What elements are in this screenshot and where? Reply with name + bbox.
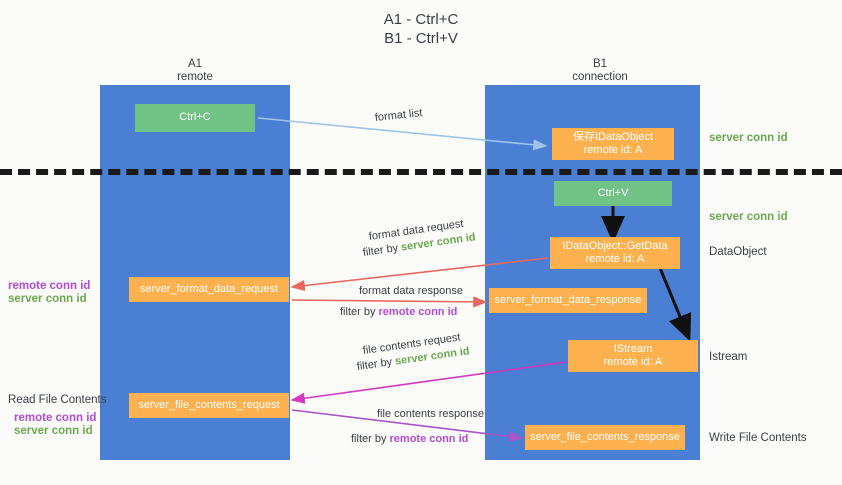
- phase-divider: [0, 169, 842, 175]
- node-server-file-contents-response[interactable]: server_file_contents_response: [525, 425, 685, 450]
- column-a1-name: A1: [187, 58, 203, 70]
- side-label-read-file-contents: Read File Contents: [8, 394, 107, 406]
- node-ctrl-c-label: Ctrl+C: [179, 111, 211, 124]
- column-b1-name: B1: [592, 58, 608, 70]
- edge-label-file-contents-response-filter: filter by remote conn id: [351, 432, 468, 447]
- title-line-1: A1 - Ctrl+C: [383, 11, 459, 28]
- node-server-file-contents-request-label: server_file_contents_request: [138, 398, 280, 411]
- node-save-idataobject-line1: 保存IDataObject: [572, 130, 654, 143]
- page-title: A1 - Ctrl+C B1 - Ctrl+V: [0, 10, 842, 48]
- side-label-write-file-contents: Write File Contents: [709, 432, 807, 444]
- column-a1-sub: remote: [177, 71, 213, 83]
- node-istream[interactable]: IStream remote id: A: [568, 340, 698, 372]
- column-b1-sub: connection: [572, 71, 628, 83]
- side-label-remote-conn-id-a: remote conn id: [8, 280, 91, 292]
- node-server-format-data-request[interactable]: server_format_data_request: [129, 277, 289, 302]
- side-label-dataobject: DataObject: [709, 246, 767, 258]
- edge-label-format-data-response-filter: filter by remote conn id: [340, 305, 457, 320]
- node-getdata-line2: remote id: A: [585, 253, 645, 265]
- node-istream-line2: remote id: A: [603, 356, 663, 368]
- edge-label-format-data-response: format data response: [359, 285, 463, 297]
- node-istream-line1: IStream: [613, 342, 653, 355]
- node-server-file-contents-response-label: server_file_contents_response: [530, 430, 680, 443]
- node-getdata-line1: IDataObject::GetData: [562, 239, 668, 252]
- side-label-server-conn-id-top: server conn id: [709, 132, 788, 144]
- arrow-format-data-response: [291, 296, 488, 308]
- side-label-istream: Istream: [709, 351, 748, 363]
- filter-key-4: remote conn id: [389, 433, 469, 445]
- node-server-format-data-request-label: server_format_data_request: [139, 282, 279, 295]
- node-idataobject-getdata[interactable]: IDataObject::GetData remote id: A: [550, 237, 680, 269]
- column-header-a1: A1 remote: [140, 58, 250, 84]
- node-save-idataobject[interactable]: 保存IDataObject remote id: A: [552, 128, 674, 160]
- filter-prefix-3: filter by: [356, 355, 396, 373]
- node-ctrl-v[interactable]: Ctrl+V: [554, 181, 672, 206]
- node-save-idataobject-line2: remote id: A: [583, 144, 643, 156]
- filter-key-2: remote conn id: [378, 306, 458, 318]
- side-label-server-conn-id-mid: server conn id: [709, 211, 788, 223]
- edge-label-file-contents-response: file contents response: [377, 408, 485, 420]
- node-server-file-contents-request[interactable]: server_file_contents_request: [129, 393, 289, 418]
- side-label-server-conn-id-b: server conn id: [14, 425, 93, 437]
- filter-prefix-4: filter by: [351, 433, 390, 445]
- node-server-format-data-response-label: server_format_data_response: [494, 293, 642, 306]
- side-label-server-conn-id-a: server conn id: [8, 293, 87, 305]
- node-ctrl-v-label: Ctrl+V: [597, 186, 629, 199]
- node-server-format-data-response[interactable]: server_format_data_response: [489, 288, 647, 313]
- side-label-remote-conn-id-b: remote conn id: [14, 412, 97, 424]
- filter-prefix-2: filter by: [340, 306, 379, 318]
- edge-label-format-list: format list: [374, 107, 424, 124]
- node-ctrl-c[interactable]: Ctrl+C: [135, 104, 255, 132]
- title-line-2: B1 - Ctrl+V: [384, 30, 458, 47]
- column-header-b1: B1 connection: [540, 58, 660, 84]
- filter-prefix-1: filter by: [362, 241, 402, 259]
